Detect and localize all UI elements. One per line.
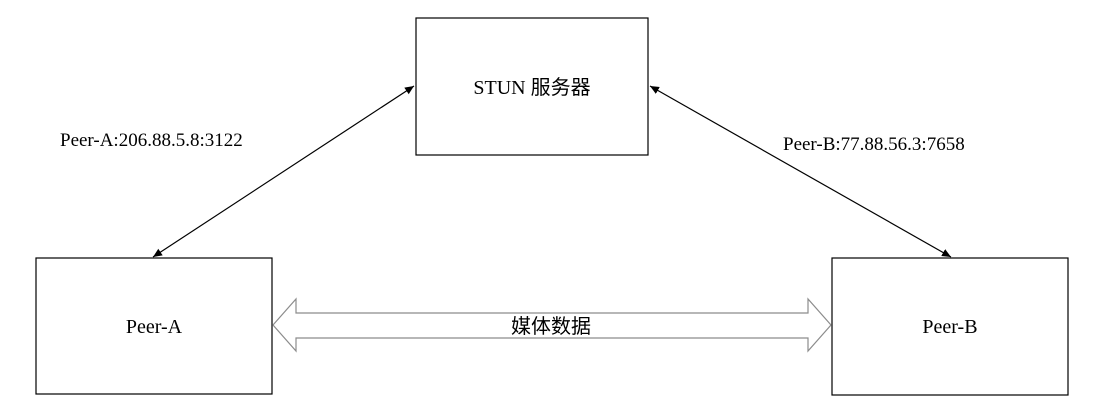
stun-server-label: STUN 服务器 xyxy=(473,76,590,99)
peer-a-node: Peer-A xyxy=(35,257,273,395)
media-data-label: 媒体数据 xyxy=(511,314,591,338)
edge-peer-b-stun-label: Peer-B:77.88.56.3:7658 xyxy=(783,134,965,155)
stun-server-node: STUN 服务器 xyxy=(415,17,649,156)
peer-a-label: Peer-A xyxy=(126,316,183,338)
edge-media: 媒体数据 xyxy=(272,297,832,353)
peer-b-node: Peer-B xyxy=(831,257,1069,396)
edge-peer-b-stun-line xyxy=(649,85,952,258)
edge-peer-a-stun: Peer-A:206.88.5.8:3122 xyxy=(60,85,415,258)
edge-peer-a-stun-label: Peer-A:206.88.5.8:3122 xyxy=(60,130,243,151)
peer-b-box xyxy=(831,257,1069,396)
peer-a-box xyxy=(35,257,273,395)
edge-peer-b-stun: Peer-B:77.88.56.3:7658 xyxy=(649,85,965,258)
stun-server-box xyxy=(415,17,649,156)
edge-peer-a-stun-line xyxy=(152,85,415,258)
peer-b-label: Peer-B xyxy=(922,316,977,338)
media-double-arrow xyxy=(272,297,832,353)
